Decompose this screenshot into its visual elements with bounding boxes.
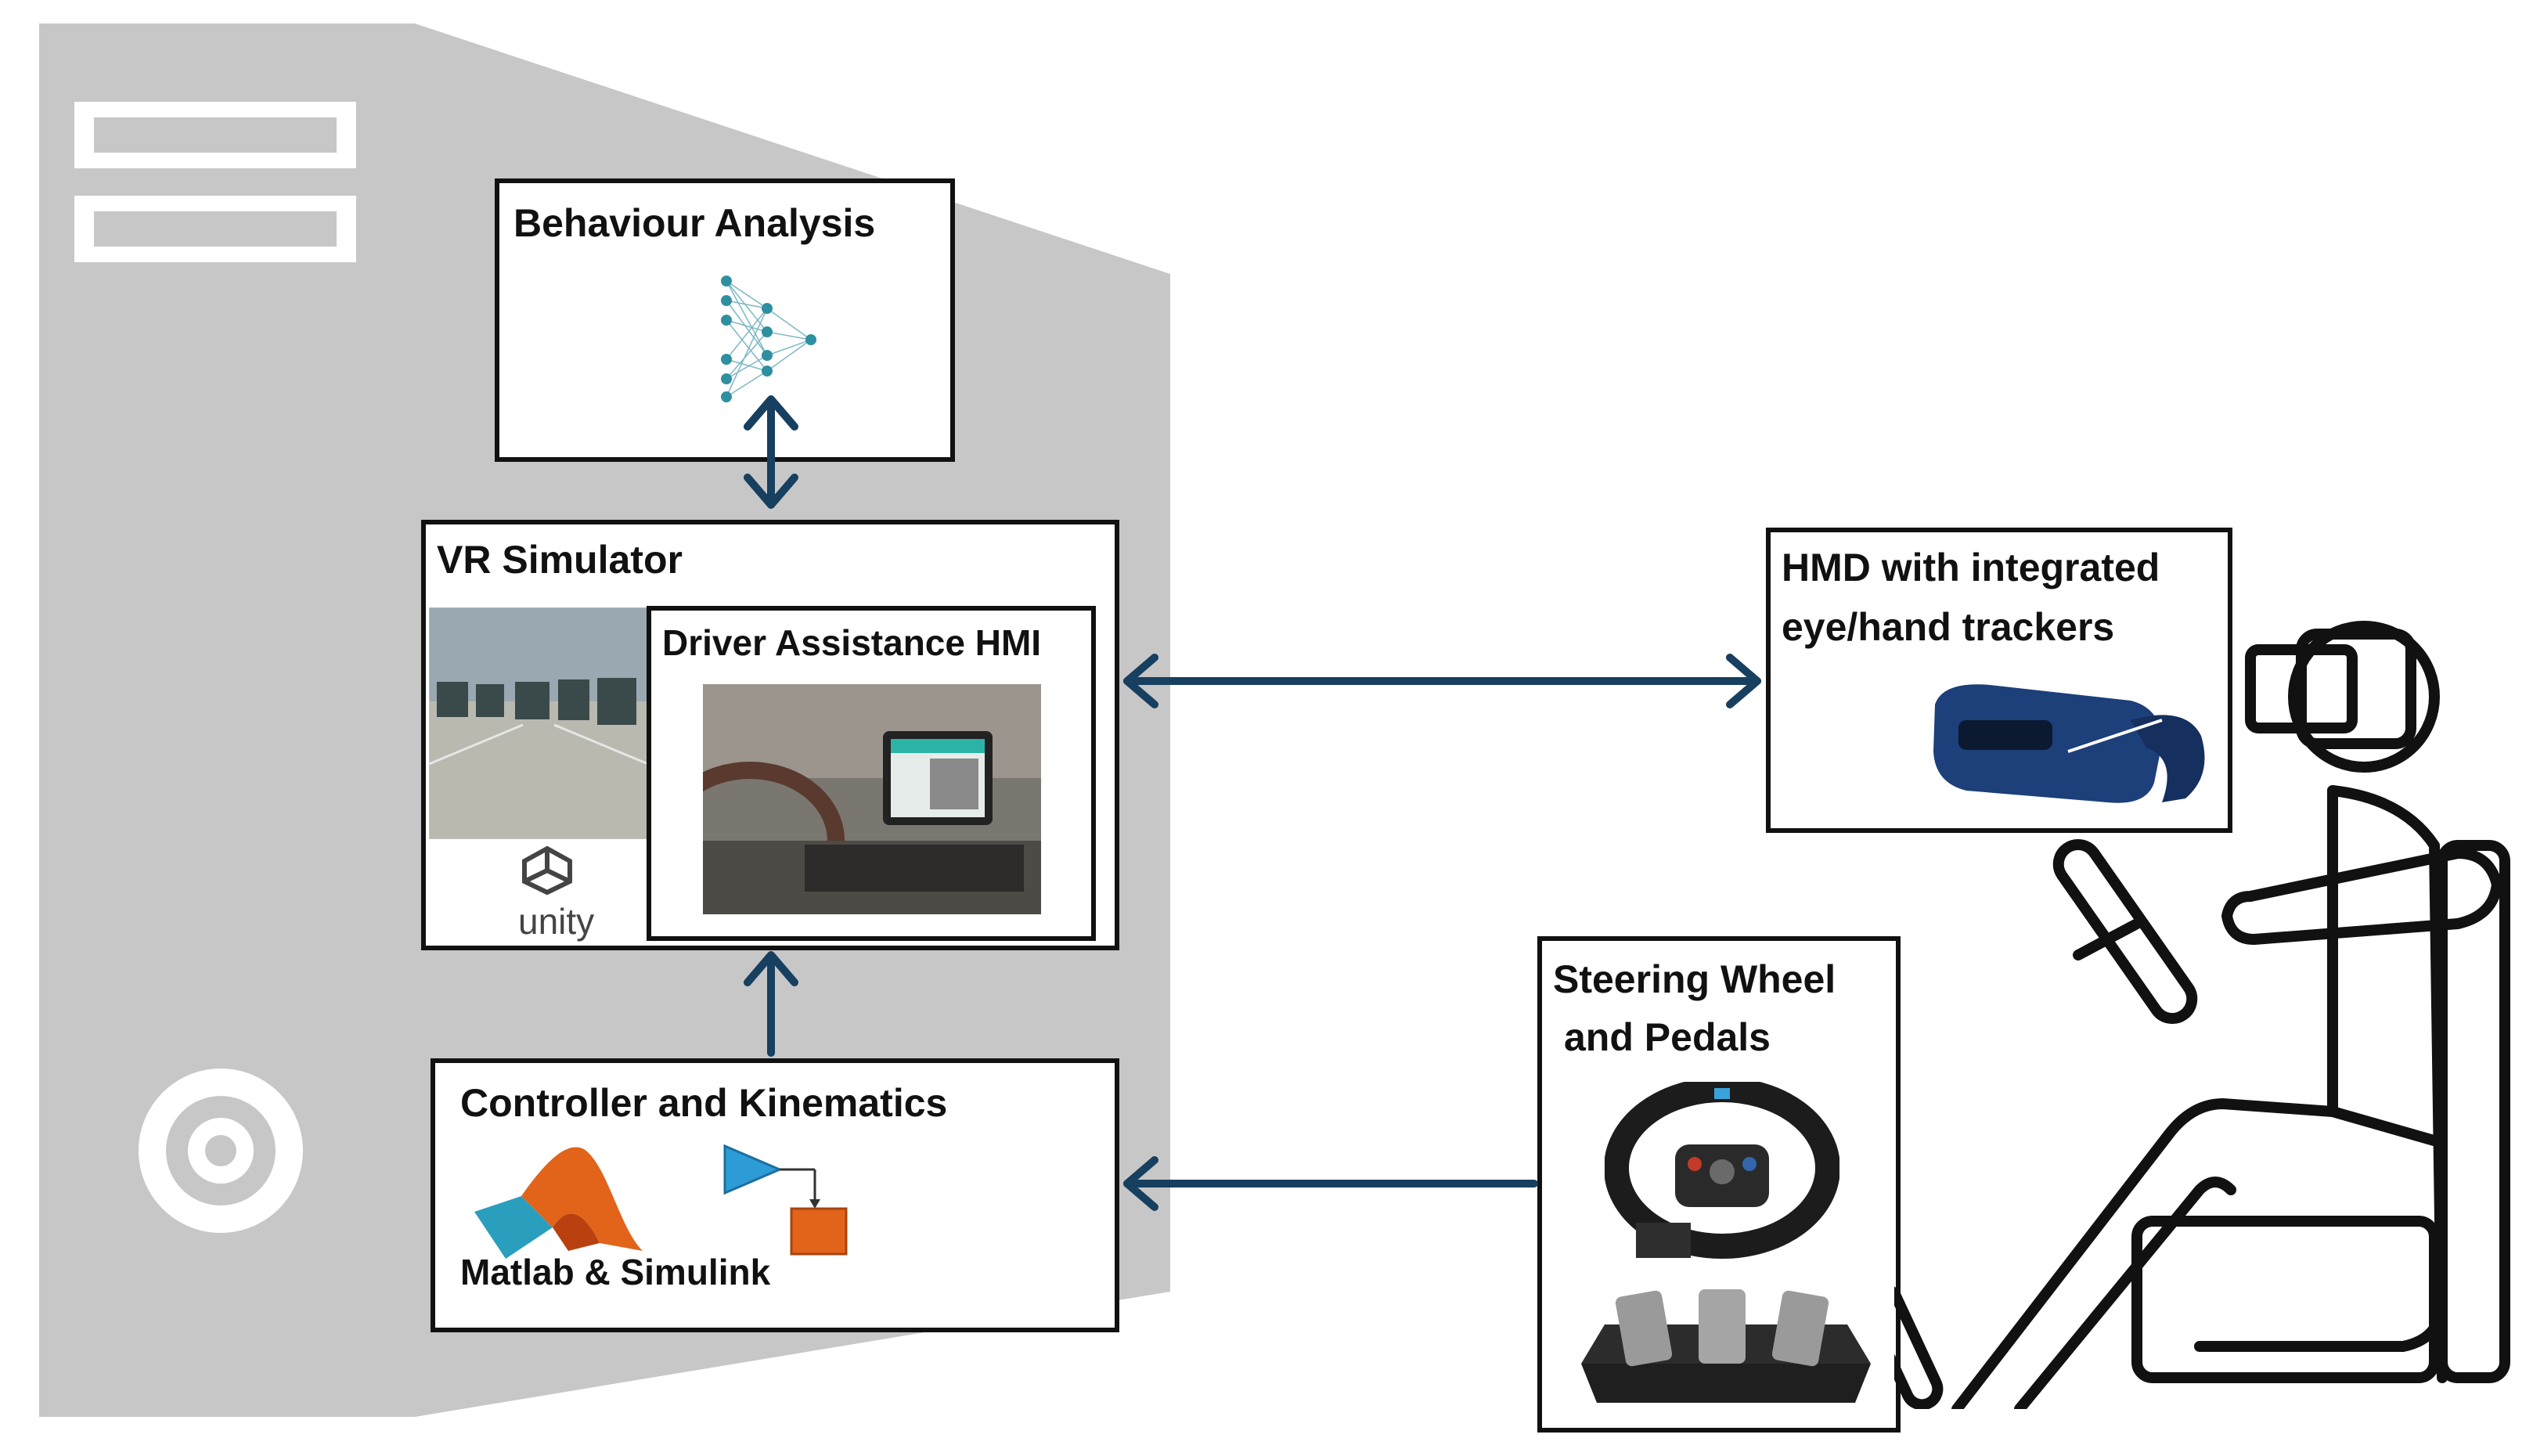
steering-pedals-block: Steering Wheel and Pedals	[1537, 936, 1901, 1433]
hmd-title-line2: eye/hand trackers	[1782, 605, 2115, 649]
matlab-logo	[474, 1147, 643, 1259]
steering-wheel-image	[1605, 1082, 1839, 1259]
driver-assistance-hmi-title: Driver Assistance HMI	[662, 622, 1042, 663]
driver-assistance-hmi-block: Driver Assistance HMI	[647, 606, 1096, 941]
vr-hmd-arrowhead-left	[1123, 654, 1158, 708]
controller-kinematics-block: Controller and Kinematics Matlab & Simul…	[431, 1058, 1119, 1332]
behaviour-analysis-title: Behaviour Analysis	[513, 201, 876, 245]
vr-headset-image	[1933, 684, 2205, 803]
vr-hmd-arrowhead-right	[1726, 654, 1761, 708]
controller-vr-arrowhead	[744, 951, 798, 986]
behaviour-vr-arrowhead-down	[744, 474, 798, 509]
simulator-scene-image	[429, 607, 648, 839]
controller-kinematics-title: Controller and Kinematics	[460, 1081, 948, 1125]
behaviour-analysis-block: Behaviour Analysis	[495, 178, 955, 462]
behaviour-vr-arrowhead-up	[744, 395, 798, 431]
steering-title-line1: Steering Wheel	[1553, 957, 1836, 1001]
matlab-simulink-label: Matlab & Simulink	[460, 1252, 771, 1292]
steering-title-line2: and Pedals	[1564, 1015, 1771, 1059]
simulink-block-icon	[723, 1144, 848, 1256]
steering-controller-arrowhead	[1123, 1156, 1158, 1211]
driver-figure	[1894, 621, 2510, 1409]
neural-network-icon	[721, 276, 816, 402]
vr-simulator-title: VR Simulator	[437, 538, 683, 582]
unity-wordmark: unity	[518, 901, 595, 942]
hmd-title-line1: HMD with integrated	[1782, 546, 2160, 589]
pedals-image	[1581, 1289, 1871, 1403]
cockpit-tablet-image	[703, 684, 1041, 914]
hmd-trackers-block: HMD with integrated eye/hand trackers	[1766, 528, 2232, 833]
unity-logo	[522, 845, 572, 896]
